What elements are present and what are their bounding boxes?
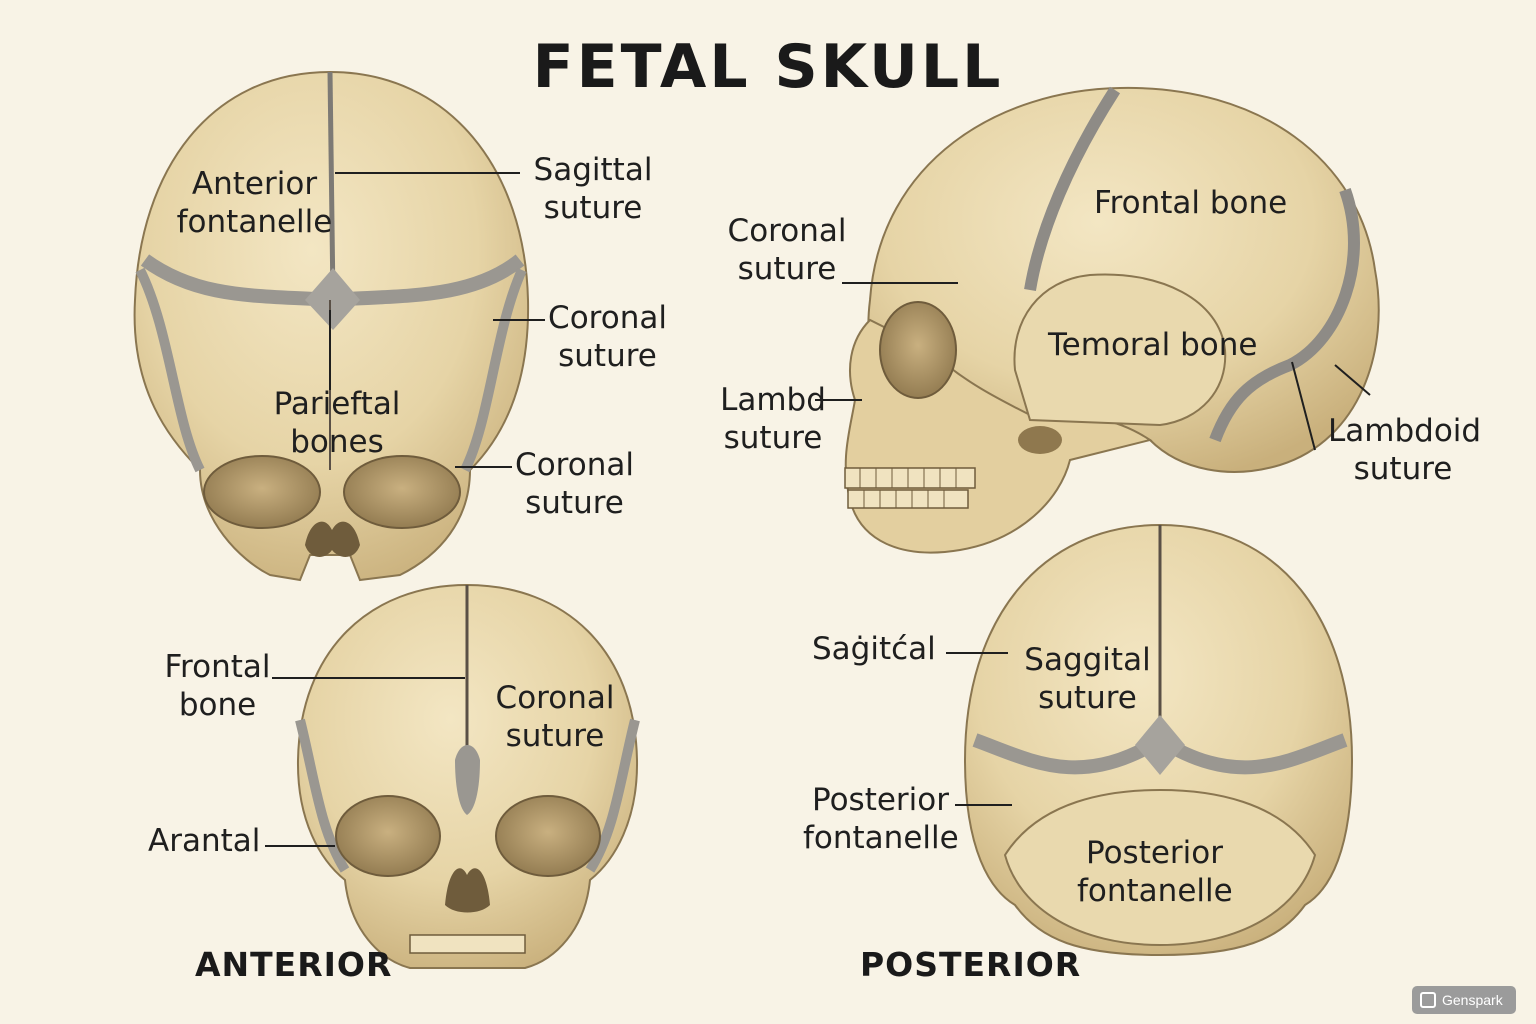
lateral-lambdoid-suture [1209,187,1360,443]
anterior-nasal-cavity [445,868,490,913]
label-parietal-bones: Parieftal bones [273,386,401,460]
label-frontal-bone: Frontal bone [1094,185,1288,221]
label-coronal-suture-upper: Coronal suture [548,300,667,374]
diagram-title: FETAL SKULL [532,32,1004,102]
label-sagitcal: Saġitćal [812,631,936,667]
label-posterior-fontanelle-left: Posterior fontanelle [803,782,959,856]
top-orbit-right [343,455,461,529]
top-nasal-cavity [305,521,360,557]
anterior-teeth [409,934,526,954]
anterior-view-skull [295,583,640,969]
lateral-orbit [879,301,957,399]
watermark-text: Genspark [1442,992,1503,1008]
lateral-ear [1018,426,1062,454]
lateral-temporal-bone [1013,273,1227,427]
leader-lines [265,172,1371,847]
lateral-coronal-suture [1024,86,1121,291]
top-side-suture-right [460,267,527,473]
label-temporal-bone: Temoral bone [1048,327,1258,363]
label-lambdoid-suture: Lambdoid suture [1328,413,1482,487]
anterior-side-suture-right [585,718,640,873]
genspark-watermark[interactable]: Genspark [1412,986,1516,1014]
top-fontanelle [305,268,360,330]
label-lateral-coronal-suture: Coronal suture [727,213,847,287]
top-side-suture-left [135,267,205,473]
anterior-metopic-fontanelle [455,745,480,815]
label-anterior-frontal-bone: Frontal bone [164,649,271,723]
caption-anterior: ANTERIOR [195,945,393,984]
label-posterior-fontanelle-center: Posterior fontanelle [1077,835,1233,909]
posterior-fontanelle [1135,715,1185,775]
top-orbit-left [203,455,321,529]
label-arantal: Arantal [148,823,261,859]
label-lambd-suture: Lambd suture [720,382,826,456]
top-sagittal-suture [327,71,336,301]
label-sagittal-suture: Sagittal suture [533,152,653,226]
label-coronal-suture-lower: Coronal suture [515,447,634,521]
anterior-side-suture-left [295,718,350,873]
top-view-skull [133,70,530,582]
lateral-view-skull [844,86,1380,554]
label-anterior-fontanelle: Anterior fontanelle [176,166,333,240]
leader-lambdoid-suture [1291,361,1316,451]
label-anterior-coronal-suture: Coronal suture [495,680,615,754]
label-saggital-suture: Saggital suture [1024,642,1151,716]
genspark-logo-icon [1420,992,1436,1008]
lateral-teeth [844,467,976,509]
posterior-view-skull [963,523,1354,957]
leader-lambdoid-suture-2 [1334,364,1371,396]
caption-posterior: POSTERIOR [860,945,1082,984]
anterior-orbit-left [335,795,441,877]
posterior-occipital-bone [1003,788,1317,947]
anterior-orbit-right [495,795,601,877]
